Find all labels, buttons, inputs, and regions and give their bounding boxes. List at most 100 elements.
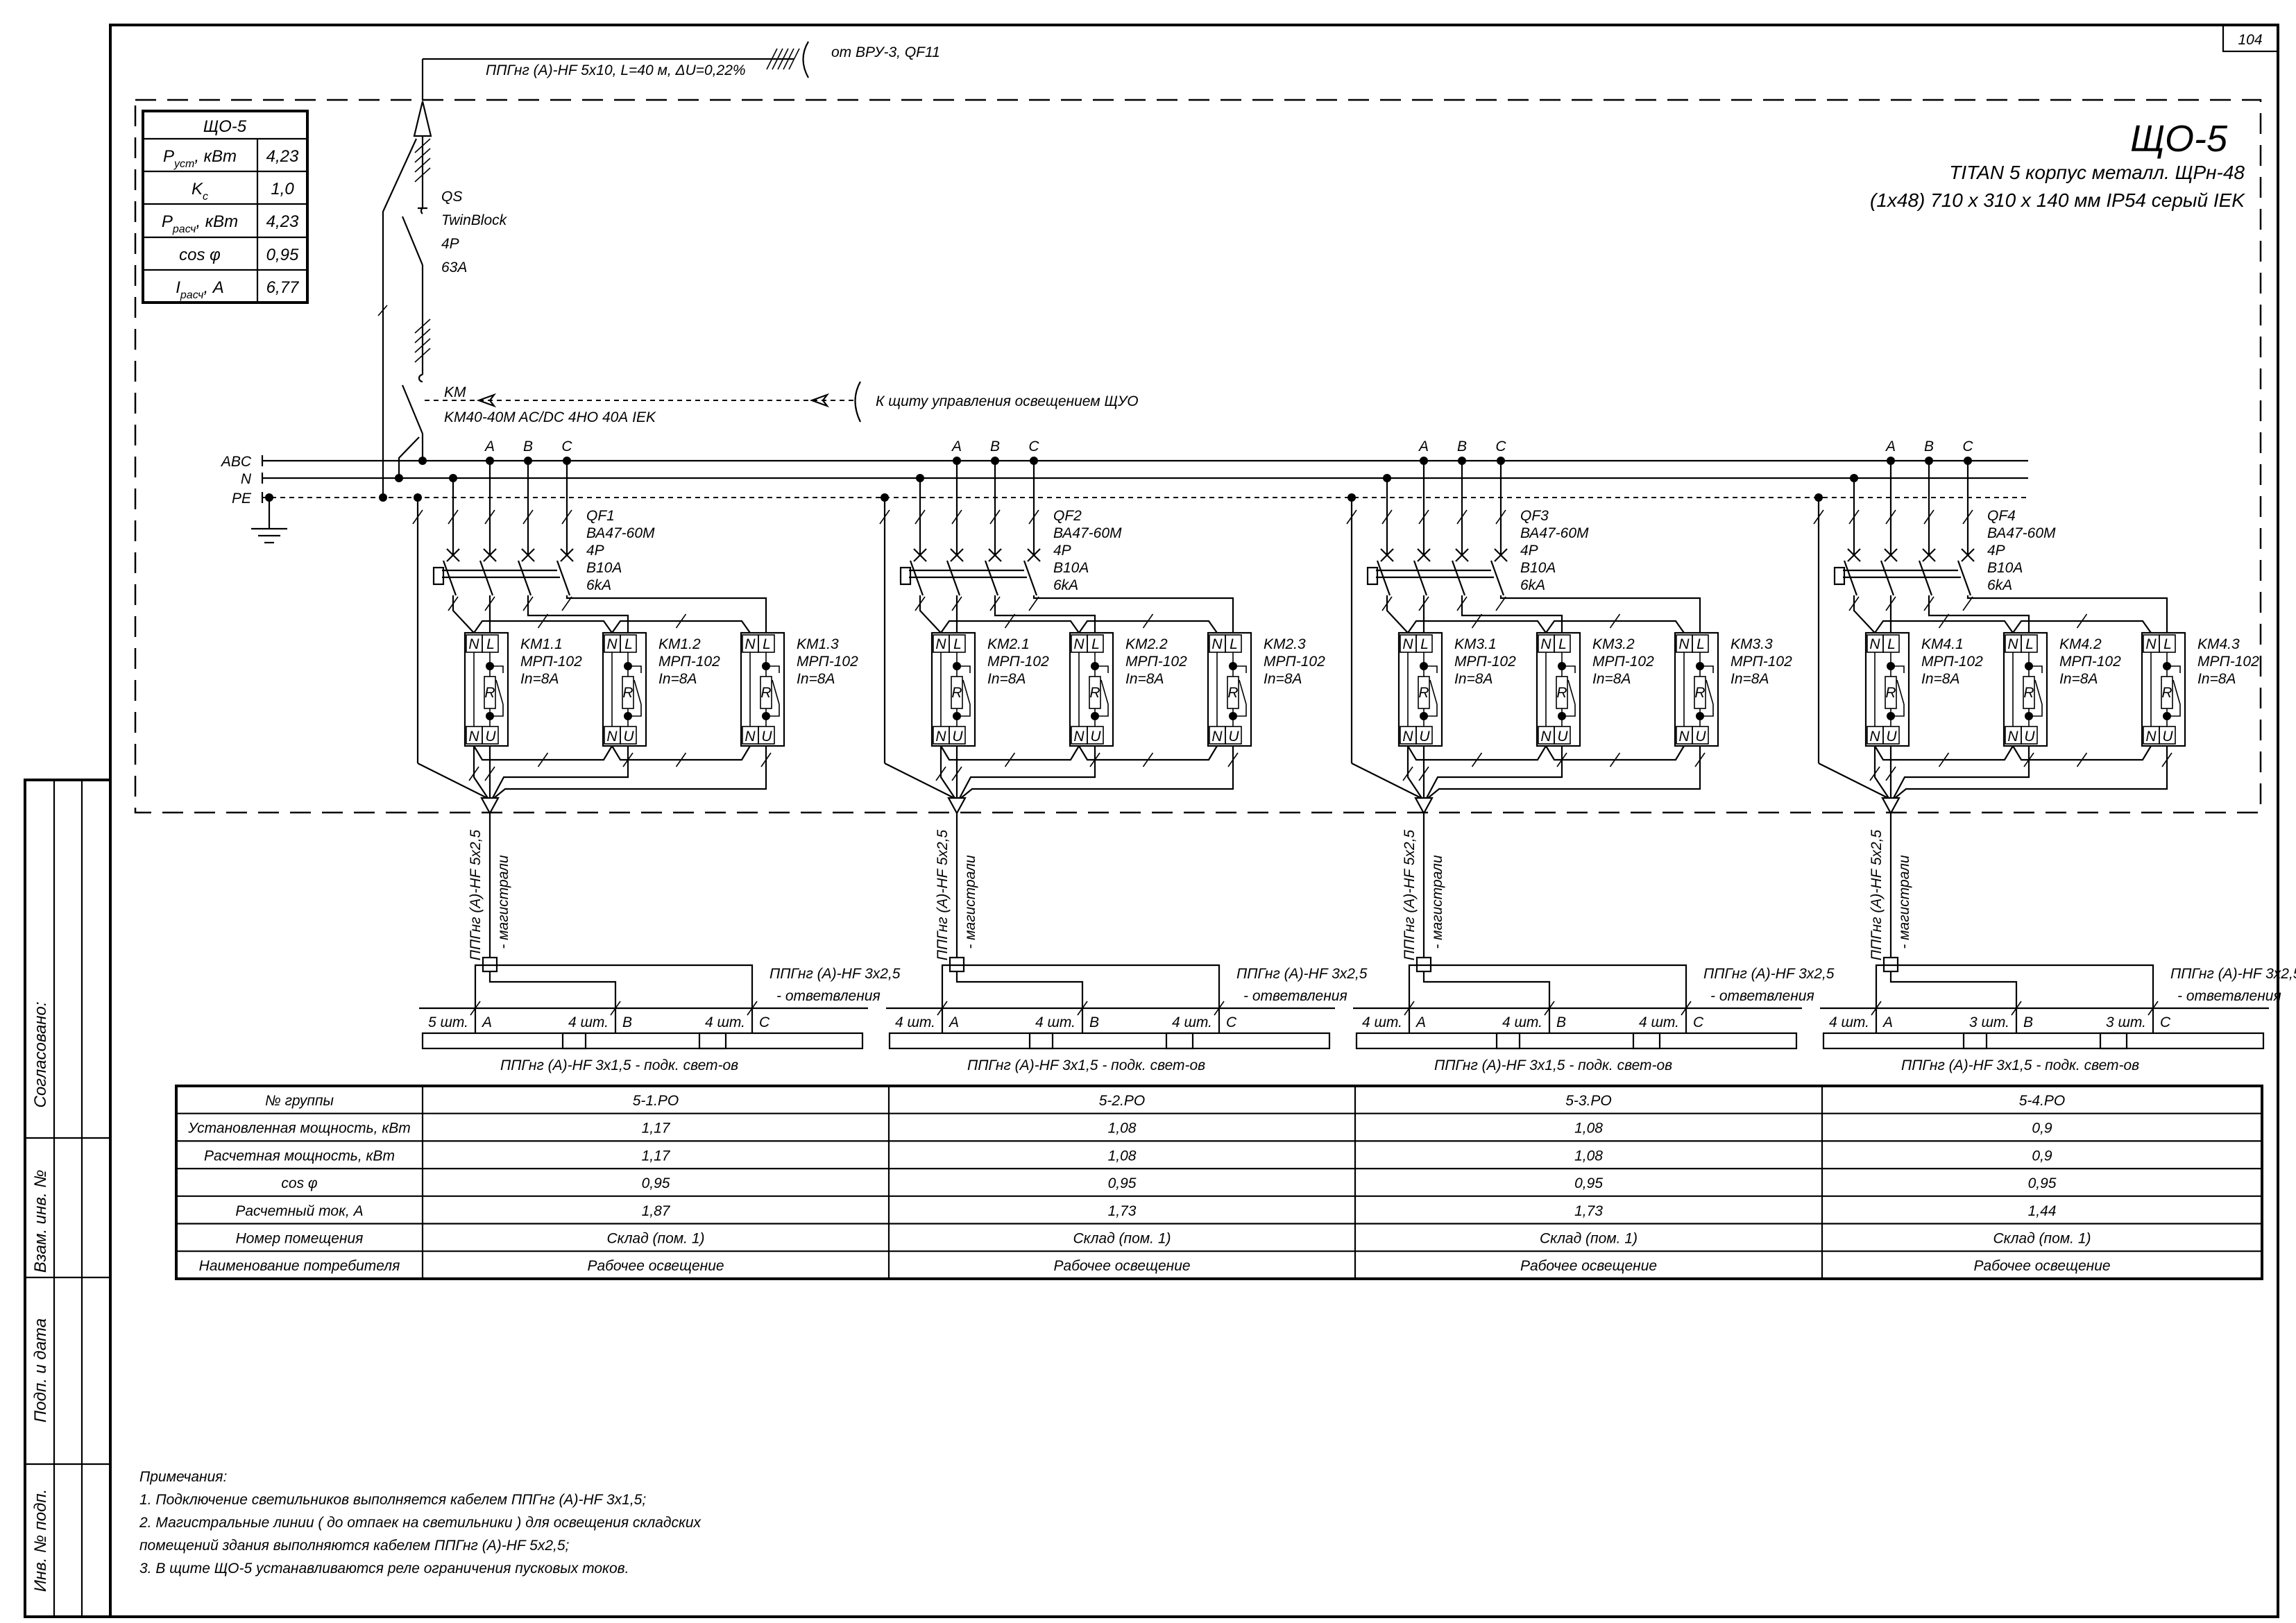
relay-ref: KM2.2 [1125,636,1168,652]
bypass-wire [1700,704,1714,717]
pole-tick-mark [414,318,431,334]
luminaire-group-icon [1495,1032,1661,1050]
lamp-count: 4 шт. [1172,1014,1212,1030]
table-cell: Склад (пом. 1) [606,1231,704,1247]
wire [1874,620,2014,634]
wire-tick-mark [1214,1001,1225,1016]
branch-wire [1875,964,2154,1008]
breaker-curve: B10A [1520,560,1556,576]
resistor-label: R [1694,685,1705,701]
table-cell: Склад (пом. 1) [1540,1231,1638,1247]
lamp-count: 4 шт. [568,1014,609,1030]
wire-tick-mark [1089,752,1100,767]
branch-cable-note: - ответвления [1710,988,1814,1004]
table-cell: 0,9 [2032,1148,2052,1164]
wire [960,746,1234,799]
lamp-phase: C [1693,1014,1704,1030]
bus-label-n: N [241,471,252,487]
wire-tick-mark [610,1001,621,1016]
branch-cable-note: - ответвления [1243,988,1347,1004]
qs-model: TwinBlock [441,212,508,228]
pe-conductor [382,138,418,498]
feed-bracket [802,41,809,78]
relay-rating: In=8A [797,671,835,687]
wire-tick-mark [937,1001,948,1016]
control-note: К щиту управления освещением ЩУО [876,393,1139,409]
terminal-label: U [1090,729,1101,745]
wire [959,746,1096,799]
relay-rating: In=8A [520,671,559,687]
wire-tick-mark [1869,766,1880,781]
breaker-contact [1023,560,1038,596]
wire [1461,595,1563,633]
bypass-wire [1424,665,1438,673]
terminal-label: L [1091,636,1100,652]
wire-tick-mark [760,752,772,767]
branch-wire [955,971,1084,1008]
table-cell: 1,73 [1108,1203,1137,1219]
lamp-count: 4 шт. [895,1014,935,1030]
resistor-label: R [1227,685,1238,701]
wire [1928,595,2030,633]
breaker-model: ВА47-60М [1987,525,2056,541]
breaker-contact [1957,560,1972,596]
wire [940,620,1080,634]
wire-tick-mark [468,766,479,781]
bypass-wire [766,704,780,717]
lamp-count: 4 шт. [1035,1014,1075,1030]
summary-parameter-label: Iрасч, А [176,278,224,301]
terminal-label: L [1558,636,1567,652]
terminal-label: L [2025,636,2034,652]
terminal-label: N [1073,636,1085,652]
wire [492,746,629,799]
disconnector-blade [401,216,424,266]
trunk-cable-note: - магистрали [962,855,978,949]
luminaire-group-icon [1962,1032,2128,1050]
lamp-phase: B [622,1014,632,1030]
luminaire-group-icon [888,1032,1054,1050]
breaker-curve: B10A [586,560,622,576]
wire [2012,620,2152,634]
relay-model: МРП-102 [1921,654,1983,670]
notes-title: Примечания: [139,1469,227,1485]
stamp-border [24,779,112,1618]
terminal-label: L [486,636,495,652]
summary-parameter-value: 4,23 [266,147,299,166]
terminal-label: N [935,636,946,652]
terminal-label: N [1211,636,1223,652]
parameter-unit: , кВт [194,147,237,166]
qs-poles: 4P [441,236,459,252]
bus-label-abc: ABC [220,454,252,470]
bypass-contact [1429,679,1438,705]
wire-tick-mark [1471,613,1483,629]
wire-tick-mark [1418,509,1429,525]
wire-tick-mark [1609,752,1621,767]
summary-parameter-value: 1,0 [271,180,294,198]
lamp-cable-label: ППГнг (А)-HF 3х1,5 - подк. свет-ов [1901,1057,2139,1073]
wire-tick-mark [951,766,962,781]
wire [1545,620,1685,634]
bypass-wire [628,704,642,717]
bypass-wire [957,665,971,673]
pole-tick-mark [414,348,431,363]
stamp-label: Взам. инв. № [31,1170,50,1273]
terminal-label: U [485,729,496,745]
bus-label-pe: PE [232,491,252,507]
relay-rating: In=8A [1730,671,1769,687]
table-cell: 1,44 [2028,1203,2057,1219]
terminal-label: L [1887,636,1896,652]
relay-model: МРП-102 [1730,654,1792,670]
terminal-label: L [1697,636,1705,652]
breaker-x-mark [1380,548,1394,562]
terminal-label: N [2145,636,2157,652]
breaker-trip-icon [899,566,912,586]
luminaire-group-icon [421,1032,587,1050]
relay-body [930,631,976,747]
terminal-label: N [1540,636,1551,652]
terminal-label: N [1869,729,1880,745]
breaker-x-mark [1027,548,1041,562]
bypass-wire [1891,665,1905,673]
